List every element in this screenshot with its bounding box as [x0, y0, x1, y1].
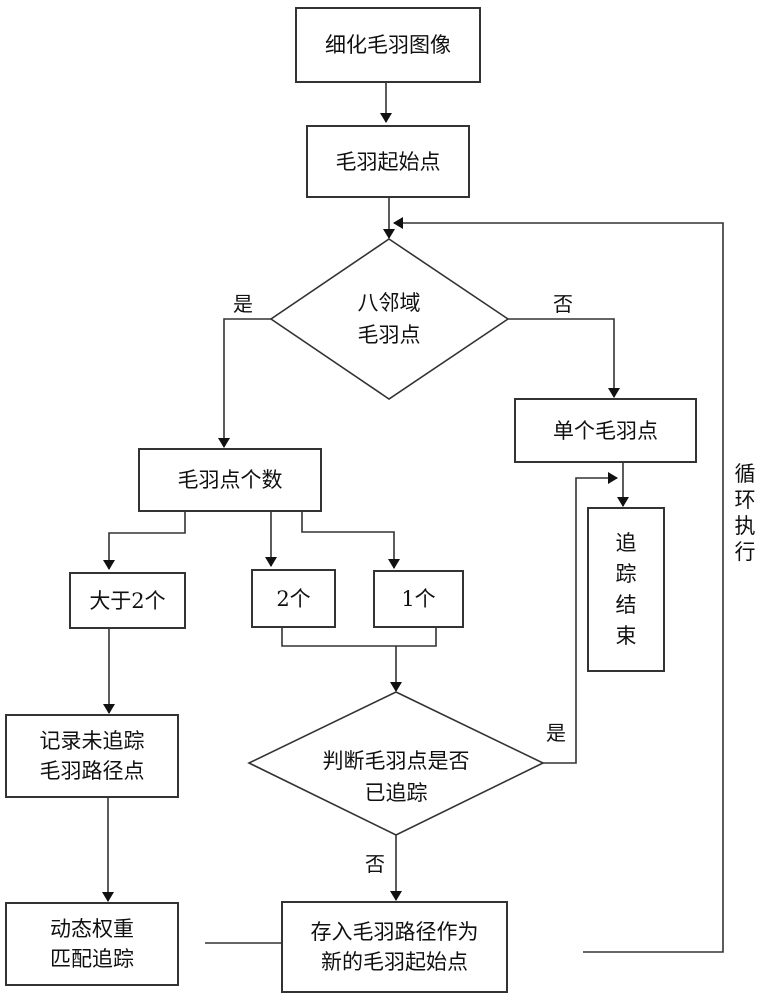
- node-point-count: 毛羽点个数: [138, 448, 322, 512]
- node-one: 1个: [373, 570, 464, 628]
- edge-judge-yes: [543, 472, 618, 764]
- decision-eight-neighbor-text: 八邻域 毛羽点: [357, 291, 421, 347]
- edge-count-to-gt2: [103, 512, 186, 570]
- node-tracking-end: 追 踪 结 束: [587, 507, 665, 672]
- label-loop: 循 环 执 行: [734, 462, 756, 564]
- decision-eight-neighbor: [269, 238, 510, 400]
- node-record-untracked: 记录未追踪 毛羽路径点: [5, 714, 179, 798]
- node-start-point: 毛羽起始点: [306, 125, 470, 198]
- node-thin-image: 细化毛羽图像: [295, 7, 481, 83]
- node-single-point: 单个毛羽点: [514, 398, 697, 463]
- node-store-path: 存入毛羽路径作为 新的毛羽起始点: [281, 901, 508, 993]
- node-more-than-2: 大于2个: [69, 572, 186, 629]
- edge-merge: [281, 627, 437, 647]
- edge-loop: [393, 217, 724, 953]
- edge-yes-to-count: [218, 318, 271, 448]
- node-dynamic-weight: 动态权重 匹配追踪: [5, 902, 179, 986]
- label-no-judge: 否: [365, 852, 385, 876]
- label-yes-left: 是: [233, 292, 253, 316]
- edge-no-to-single: [508, 318, 620, 398]
- label-no-right: 否: [553, 292, 573, 316]
- node-two: 2个: [251, 569, 336, 628]
- edge-count-to-one: [301, 512, 400, 569]
- decision-judge-tracked-text: 判断毛羽点是否 已追踪: [322, 749, 470, 805]
- label-yes-judge: 是: [546, 721, 566, 745]
